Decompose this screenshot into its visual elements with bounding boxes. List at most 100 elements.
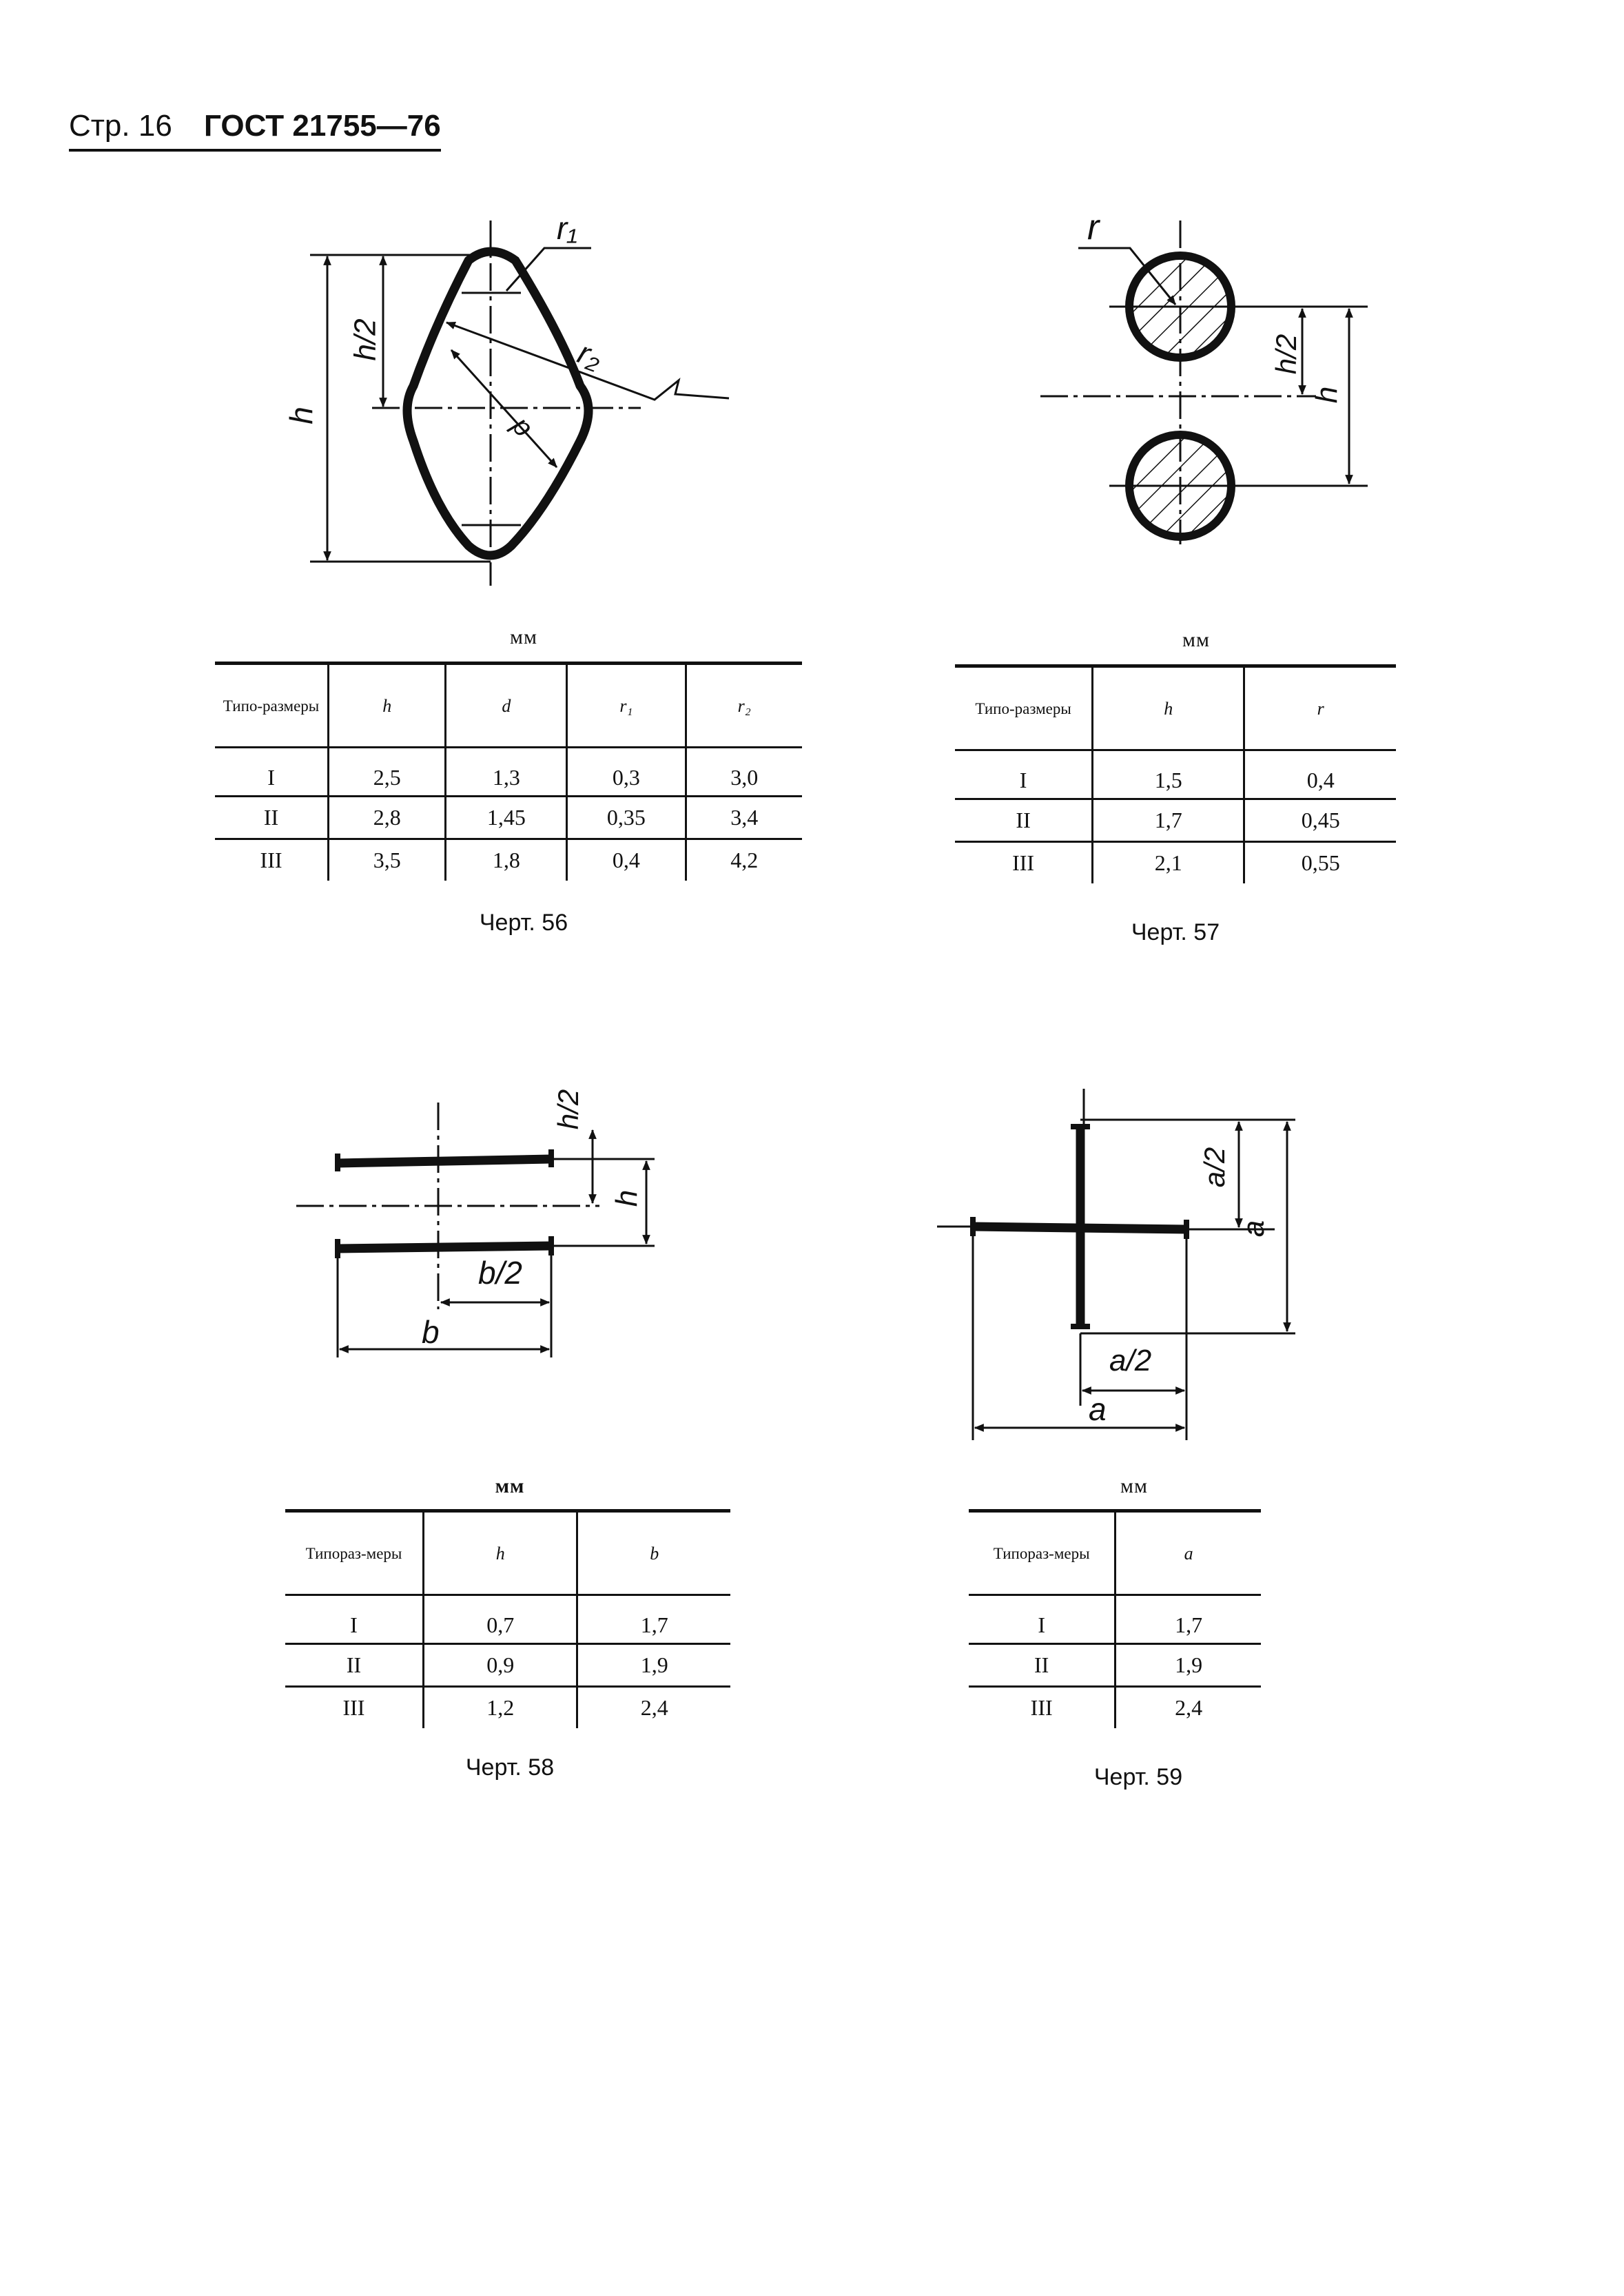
column-header: h — [422, 1510, 577, 1595]
table-row: II 1,7 0,45 — [955, 798, 1396, 842]
column-header: b — [576, 1510, 730, 1595]
table-cell: 1,45 — [444, 795, 567, 839]
label-h: h — [282, 407, 319, 424]
table-row: I 1,7 — [969, 1595, 1261, 1644]
table-cell: III — [969, 1685, 1116, 1728]
table-cell: III — [215, 838, 329, 881]
table-cell: 0,45 — [1243, 798, 1396, 842]
table-cell: 0,7 — [422, 1595, 577, 1644]
table-cell: 1,3 — [444, 747, 567, 797]
cross-horizontal-strip — [972, 1222, 1187, 1234]
label-b-half: b/2 — [478, 1255, 522, 1291]
table-cell: 1,7 — [1114, 1595, 1261, 1644]
fig58-caption: Черт. 58 — [465, 1754, 555, 1781]
label-r1: r₁ — [557, 210, 577, 246]
table-cell: I — [350, 1612, 358, 1637]
standard-number: ГОСТ 21755—76 — [204, 109, 441, 143]
leader-r — [1078, 247, 1177, 305]
table-cell: 1,5 — [1091, 750, 1244, 799]
label-h: h — [1310, 386, 1344, 404]
table-cell: 2,5 — [327, 747, 446, 797]
table-cell: 2,4 — [576, 1685, 730, 1728]
table-cell: 3,5 — [327, 838, 446, 881]
leader-r1 — [505, 247, 591, 291]
table-cell: 4,2 — [684, 838, 802, 881]
table-row: III 3,5 1,8 0,4 4,2 — [215, 838, 802, 881]
table-cell: 3,0 — [684, 747, 802, 797]
page-number: Стр. 16 — [69, 109, 172, 143]
label-a-horizontal: a — [1089, 1391, 1107, 1427]
label-h: h — [610, 1189, 644, 1207]
column-header: r₁ — [566, 663, 686, 748]
table-cell: 1,2 — [422, 1685, 577, 1728]
label-r: r — [1087, 207, 1100, 247]
column-header: d — [444, 663, 567, 748]
label-h-half: h/2 — [1270, 334, 1303, 375]
table-cell: 3,4 — [684, 795, 802, 839]
label-a-half-vertical: a/2 — [1198, 1147, 1231, 1188]
lower-strip — [337, 1241, 552, 1253]
upper-strip — [337, 1154, 552, 1168]
fig56-caption: Черт. 56 — [479, 910, 568, 936]
table-cell: 1,8 — [444, 838, 567, 881]
fig59-table: Типораз-меры a I 1,7 II 1,9 III 2,4 — [969, 1509, 1261, 1728]
table-cell: II — [215, 795, 329, 839]
table-cell: 0,55 — [1243, 841, 1396, 883]
dimension-d — [450, 349, 558, 469]
table-cell: 1,9 — [576, 1643, 730, 1687]
label-h-half: h/2 — [348, 318, 382, 361]
table-cell: II — [285, 1643, 424, 1687]
table-cell: 0,35 — [566, 795, 686, 839]
fig59-caption: Черт. 59 — [1093, 1764, 1183, 1790]
fig59-unit: мм — [1120, 1475, 1148, 1497]
table-cell: III — [955, 841, 1093, 883]
label-r2: r₂ — [573, 334, 607, 376]
table-row: I 2,5 1,3 0,3 3,0 — [215, 747, 802, 797]
column-header: Типо-размеры — [975, 699, 1071, 717]
table-row: III 2,1 0,55 — [955, 841, 1396, 883]
table-cell: 1,9 — [1114, 1643, 1261, 1687]
table-cell: 2,8 — [327, 795, 446, 839]
table-cell: II — [955, 798, 1093, 842]
fig56-unit: мм — [510, 626, 537, 648]
table-cell: 2,4 — [1114, 1685, 1261, 1728]
column-header: Типо-размеры — [223, 697, 320, 715]
page-header: Стр. 16 ГОСТ 21755—76 — [69, 103, 441, 152]
table-cell: I — [267, 764, 275, 790]
table-cell: 0,3 — [566, 747, 686, 797]
label-b: b — [422, 1314, 440, 1350]
column-header: a — [1114, 1510, 1261, 1595]
label-d: d — [503, 413, 537, 445]
table-row: III 1,2 2,4 — [285, 1685, 730, 1728]
fig58-table: Типораз-меры h b I 0,7 1,7 II 0,9 1,9 II… — [285, 1509, 730, 1728]
label-a-vertical: a — [1237, 1220, 1271, 1238]
fig57-table: Типо-размеры h r I 1,5 0,4 II 1,7 0,45 I… — [955, 664, 1396, 883]
column-header: r — [1243, 666, 1396, 750]
table-cell: 1,7 — [576, 1595, 730, 1644]
table-cell: 0,4 — [1243, 750, 1396, 799]
fig58-unit: мм — [495, 1475, 525, 1497]
table-row: III 2,4 — [969, 1685, 1261, 1728]
upper-bar-section — [1125, 252, 1235, 362]
table-row: II 2,8 1,45 0,35 3,4 — [215, 795, 802, 839]
label-a-half-horizontal: a/2 — [1109, 1344, 1152, 1377]
table-cell: I — [1019, 767, 1027, 792]
diamond-profile-outline — [402, 247, 593, 560]
fig57-unit: мм — [1182, 628, 1210, 651]
table-cell: 0,4 — [566, 838, 686, 881]
fig56-table: Типо-размеры h d r₁ r₂ I 2,5 1,3 0,3 3,0… — [215, 662, 802, 881]
column-header: Типораз-меры — [305, 1544, 402, 1562]
table-row: I 1,5 0,4 — [955, 750, 1396, 799]
column-header: r₂ — [684, 663, 802, 748]
table-cell: I — [1038, 1612, 1045, 1637]
table-cell: II — [969, 1643, 1116, 1687]
table-cell: 1,7 — [1091, 798, 1244, 842]
column-header: h — [1091, 666, 1244, 750]
table-cell: 0,9 — [422, 1643, 577, 1687]
fig57-caption: Черт. 57 — [1131, 919, 1220, 945]
table-cell: III — [285, 1685, 424, 1728]
table-cell: 2,1 — [1091, 841, 1244, 883]
table-row: I 0,7 1,7 — [285, 1595, 730, 1644]
column-header: Типораз-меры — [993, 1544, 1090, 1562]
table-row: II 1,9 — [969, 1643, 1261, 1687]
